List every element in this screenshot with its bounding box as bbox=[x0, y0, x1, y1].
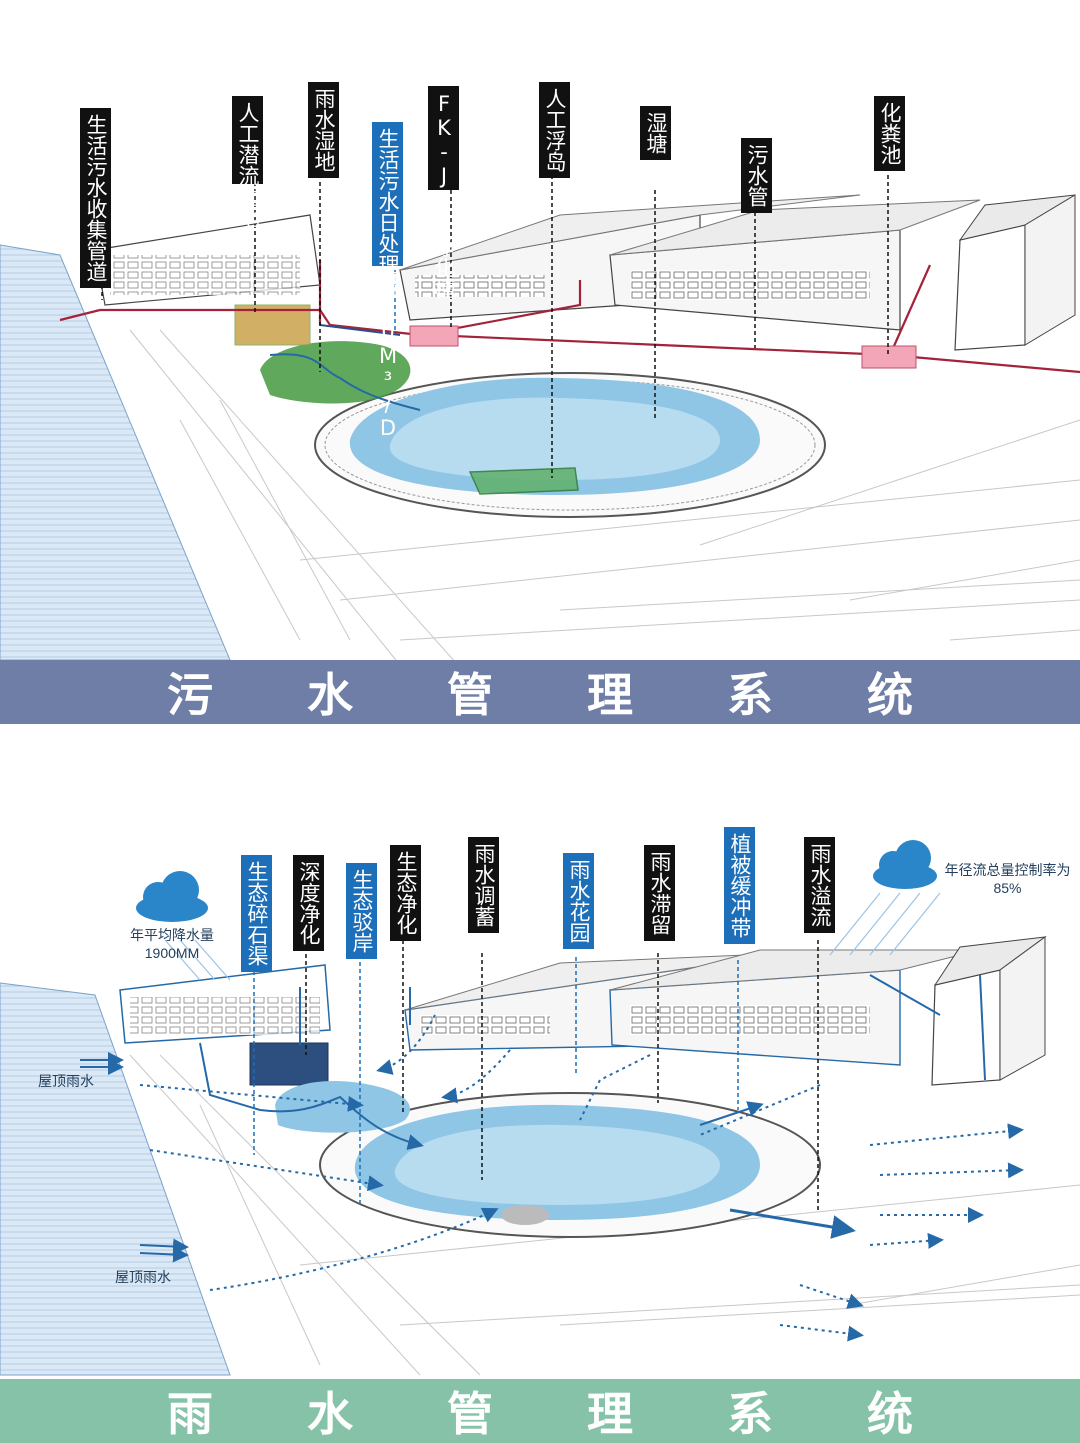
deep-purify-tank bbox=[249, 1042, 329, 1086]
site-plan-lines bbox=[129, 329, 1080, 691]
label-gravel-channel: 生态碎石渠 bbox=[241, 855, 272, 972]
label-rain-garden: 雨水花园 bbox=[563, 853, 594, 949]
label-veg-buffer: 植被缓冲带 bbox=[724, 827, 755, 944]
right-tower-building bbox=[931, 936, 1047, 1086]
sewage-management-panel: 生活污水收集管道 人工潜流湿地 雨水湿地 生活污水日处理量50M³/D FK-J… bbox=[0, 82, 1080, 724]
banner-char: 理 bbox=[587, 668, 633, 722]
label-septic-tank: 化粪池 bbox=[874, 96, 905, 171]
office-building bbox=[94, 214, 321, 306]
runoff-control-note: 年径流总量控制率为 85% bbox=[935, 860, 1080, 896]
label-eco-bank: 生态驳岸 bbox=[346, 863, 377, 959]
runoff-control-label: 年径流总量控制率为 bbox=[944, 862, 1071, 878]
stormwater-system-banner: 雨 水 管 理 系 统 bbox=[0, 1379, 1080, 1443]
right-tower-building bbox=[954, 194, 1076, 351]
banner-char: 水 bbox=[307, 1387, 353, 1441]
rain-arrow-icon bbox=[80, 1052, 189, 1263]
label-domestic-sewage-pipe: 生活污水收集管道 bbox=[80, 108, 111, 288]
tall-building-facade bbox=[0, 982, 231, 1376]
banner-char: 污 bbox=[167, 668, 213, 722]
tall-building-facade bbox=[0, 244, 231, 661]
cloud-icon bbox=[136, 840, 937, 922]
sewage-system-banner: 污 水 管 理 系 统 bbox=[0, 660, 1080, 724]
label-fk-jhc-tank: FK-JHC净化槽 bbox=[428, 86, 459, 299]
label-rain-wetland: 雨水湿地 bbox=[308, 82, 339, 178]
label-deep-purify: 深度净化 bbox=[293, 855, 324, 951]
annual-rainfall-note: 年平均降水量 1900MM bbox=[118, 925, 226, 961]
label-sewage-pipe: 污水管 bbox=[741, 138, 772, 213]
rain-wetland-area bbox=[260, 341, 411, 404]
banner-char: 统 bbox=[867, 668, 913, 722]
rain-streaks bbox=[164, 892, 941, 981]
leader-lines bbox=[101, 175, 889, 478]
office-building bbox=[119, 964, 331, 1044]
runoff-control-value: 85% bbox=[993, 880, 1022, 896]
label-floating-island: 人工浮岛 bbox=[539, 82, 570, 178]
banner-char: 系 bbox=[727, 668, 773, 722]
roof-rain-label-1: 屋顶雨水 bbox=[38, 1073, 94, 1089]
pond bbox=[314, 372, 826, 518]
banner-char: 雨 bbox=[167, 1387, 213, 1441]
annual-rainfall-label: 年平均降水量 bbox=[130, 927, 214, 943]
banner-char: 管 bbox=[447, 1387, 493, 1441]
label-eco-purify: 生态净化 bbox=[390, 845, 421, 941]
annual-rainfall-value: 1900MM bbox=[144, 945, 200, 961]
treated-water-flow bbox=[269, 353, 421, 411]
leader-lines bbox=[253, 940, 819, 1210]
label-rain-detention: 雨水滞留 bbox=[644, 845, 675, 941]
floating-island-area bbox=[468, 467, 579, 495]
label-rain-storage: 雨水调蓄 bbox=[468, 837, 499, 933]
fk-jhc-tank-icon bbox=[409, 325, 459, 347]
banner-char: 水 bbox=[307, 668, 353, 722]
stormwater-site-drawing bbox=[0, 840, 1080, 1376]
banner-char: 统 bbox=[867, 1387, 913, 1441]
banner-char: 管 bbox=[447, 668, 493, 722]
stormwater-management-panel: 生态碎石渠 深度净化 生态驳岸 生态净化 雨水调蓄 雨水花园 雨水滞留 植被缓冲… bbox=[0, 725, 1080, 1443]
rain-flow-network bbox=[199, 974, 986, 1239]
factory-building-2 bbox=[609, 949, 981, 1066]
label-subsurface-wetland: 人工潜流湿地 bbox=[232, 96, 263, 228]
label-daily-capacity: 生活污水日处理量50M³/D bbox=[372, 122, 403, 440]
septic-tank-icon bbox=[861, 345, 917, 369]
label-wet-pond: 湿塘 bbox=[640, 106, 671, 160]
banner-char: 理 bbox=[587, 1387, 633, 1441]
subsurface-wetland-area bbox=[234, 304, 311, 346]
roof-rain-label-2: 屋顶雨水 bbox=[115, 1269, 171, 1285]
sewage-site-drawing bbox=[0, 175, 1080, 691]
dotted-runoff-paths bbox=[139, 1014, 1024, 1342]
pond bbox=[275, 1081, 821, 1238]
banner-char: 系 bbox=[727, 1387, 773, 1441]
label-rain-overflow: 雨水溢流 bbox=[804, 837, 835, 933]
